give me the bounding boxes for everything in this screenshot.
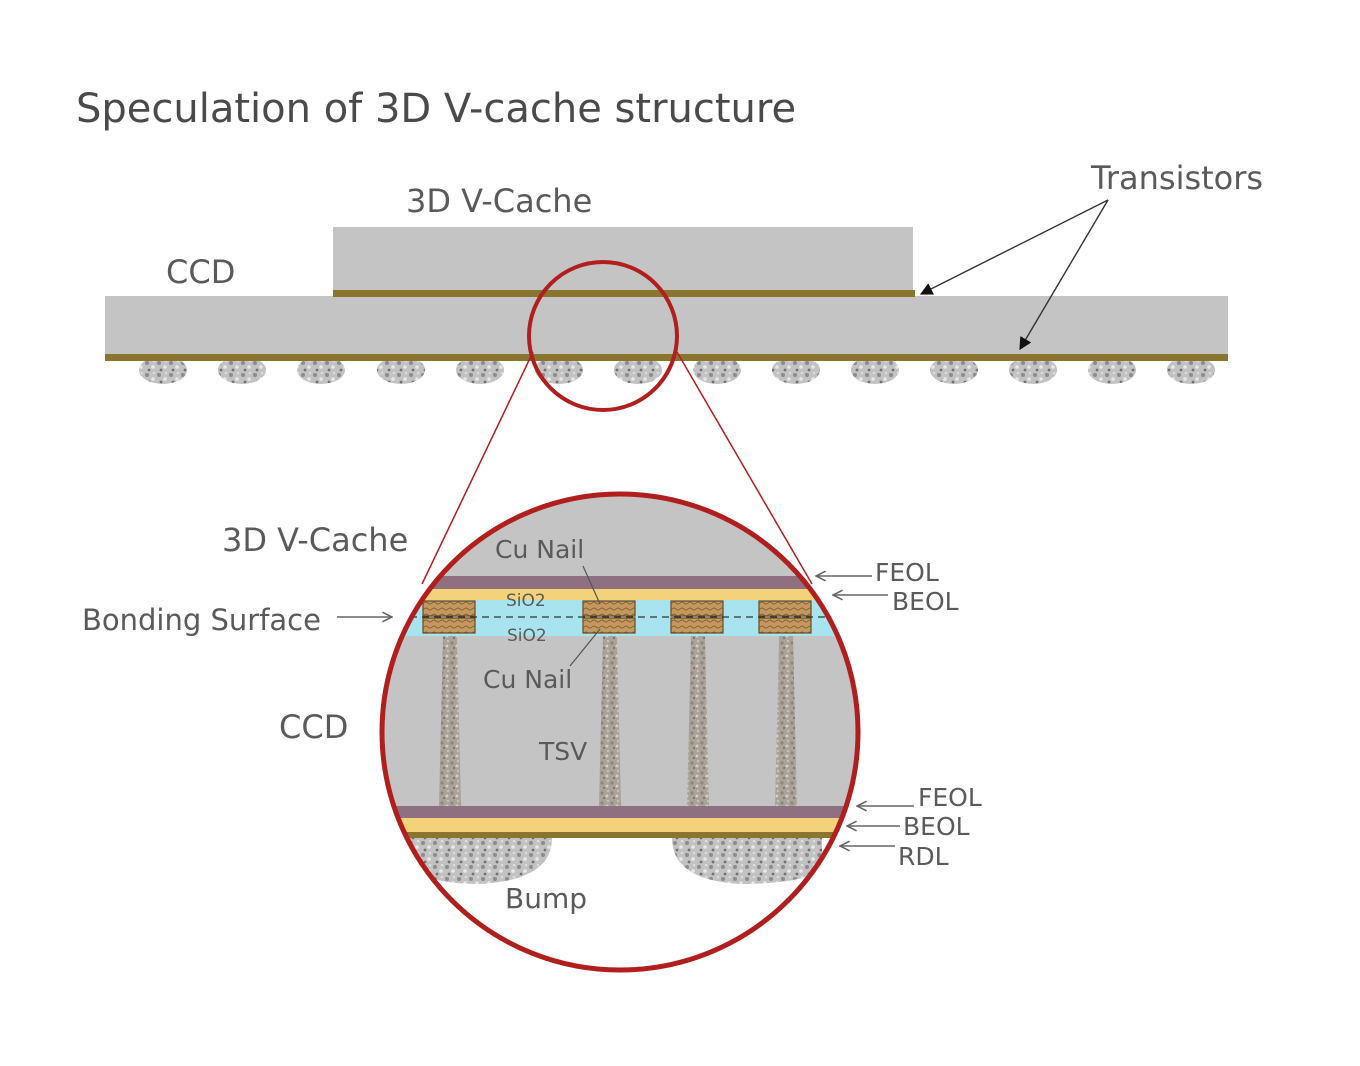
detail-beol-top: [382, 589, 858, 600]
overview-cache-die: [333, 227, 913, 291]
sio2-top-label: SiO2: [506, 591, 546, 611]
detail-cache-label: 3D V-Cache: [222, 521, 408, 559]
cu-nail-top-pointer: [582, 565, 601, 605]
tsv-label: TSV: [538, 737, 587, 766]
magnifier-small-circle: [527, 260, 679, 412]
magnifier-large-circle: [379, 491, 861, 973]
overview-bumps: [139, 356, 1215, 384]
beol-top-label: BEOL: [892, 587, 959, 616]
detail-beol-bottom: [382, 818, 858, 832]
cu-nail-bottom-pointer: [569, 628, 601, 667]
rdl-label: RDL: [898, 842, 949, 871]
detail-rdl-bottom: [382, 832, 858, 838]
overview-ccd-die: [105, 296, 1228, 354]
detail-view: [382, 494, 858, 970]
cu-nail-top-label: Cu Nail: [495, 535, 584, 564]
transistors-label: Transistors: [1090, 159, 1263, 197]
feol-top-label: FEOL: [875, 558, 939, 587]
detail-tsvs: [439, 636, 797, 806]
overview-cache-transistor-layer: [333, 290, 915, 297]
detail-cache-silicon: [382, 494, 858, 576]
magnifier-line-right: [676, 351, 813, 585]
detail-feol-top: [382, 576, 858, 589]
detail-feol-bottom: [382, 806, 858, 818]
diagram-title: Speculation of 3D V-cache structure: [76, 86, 796, 132]
cu-nail-bottom-label: Cu Nail: [483, 665, 572, 694]
detail-ccd-label: CCD: [279, 708, 348, 746]
transistor-arrow-cache: [919, 199, 1109, 295]
transistor-arrow-ccd: [1019, 199, 1109, 351]
overview-cache-label: 3D V-Cache: [406, 182, 592, 220]
sio2-bottom-label: SiO2: [507, 626, 547, 646]
feol-bottom-label: FEOL: [918, 783, 982, 812]
bonding-surface-label: Bonding Surface: [82, 603, 321, 637]
bump-label: Bump: [505, 882, 587, 915]
magnifier-line-left: [421, 351, 534, 585]
detail-bumps: [408, 838, 822, 884]
beol-bottom-label: BEOL: [903, 812, 970, 841]
overview-stack: [105, 227, 1228, 384]
overview-ccd-transistor-layer: [105, 354, 1228, 361]
detail-cu-nails: [422, 600, 812, 634]
overview-ccd-label: CCD: [166, 253, 235, 291]
